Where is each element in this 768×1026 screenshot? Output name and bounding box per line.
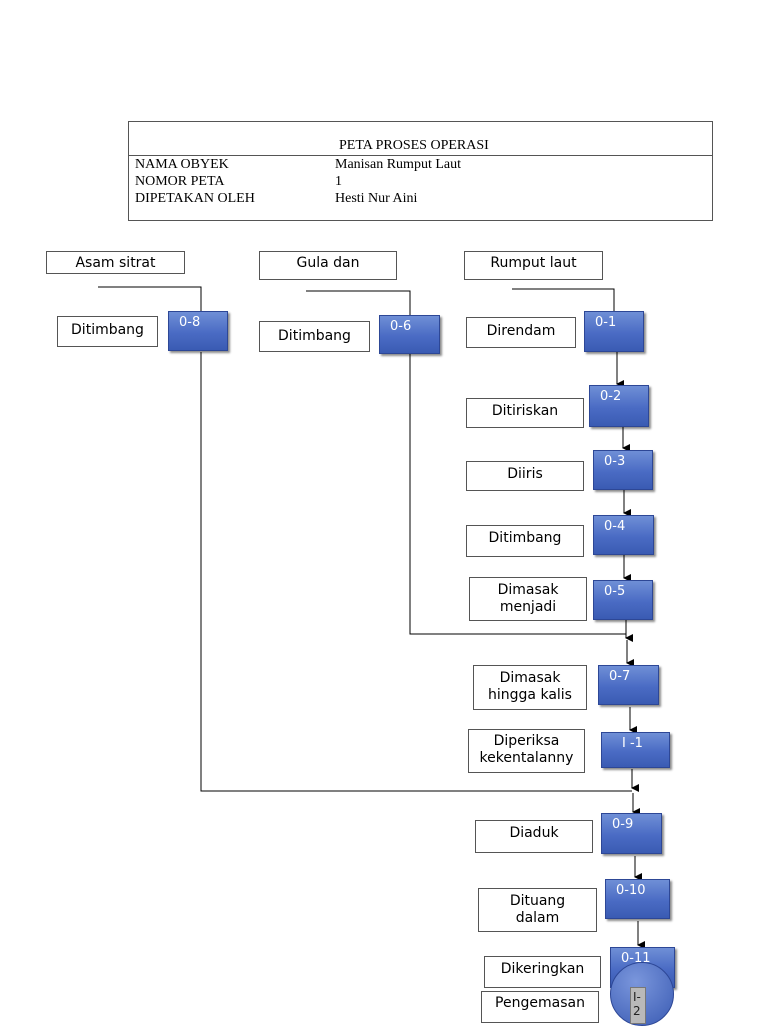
- inspection-i2: I-2: [630, 987, 646, 1024]
- step-label-o5: Dimasak menjadi: [469, 577, 587, 621]
- step-label-line: menjadi: [499, 599, 557, 615]
- step-label-o4: Ditimbang: [466, 525, 584, 557]
- header-value: Hesti Nur Aini: [335, 191, 418, 206]
- process-chart-header: PETA PROSES OPERASI NAMA OBYEK Manisan R…: [128, 121, 713, 221]
- step-label-o3: Diiris: [466, 461, 584, 491]
- material-gula: Gula dan: [259, 251, 397, 280]
- inspection-i1: I -1: [601, 732, 670, 768]
- material-asam-sitrat: Asam sitrat: [46, 251, 185, 274]
- operation-o7: 0-7: [598, 665, 659, 705]
- operation-o10: 0-10: [605, 879, 670, 919]
- header-key: NOMOR PETA: [135, 174, 225, 189]
- operation-o8: 0-8: [168, 311, 228, 351]
- header-key: NAMA OBYEK: [135, 157, 229, 172]
- feed-rumput: [512, 288, 615, 311]
- branch-o6: [409, 354, 626, 635]
- step-label-o6: Ditimbang: [259, 321, 370, 352]
- header-value: Manisan Rumput Laut: [335, 157, 461, 172]
- step-label-o11: Dikeringkan: [484, 956, 601, 988]
- step-label-o9: Diaduk: [475, 820, 593, 853]
- header-value: 1: [335, 174, 342, 189]
- feed-gula: [306, 290, 411, 315]
- operation-o6: 0-6: [379, 315, 440, 354]
- operation-o5: 0-5: [593, 580, 653, 620]
- feed-asam: [98, 286, 202, 311]
- operation-o1: 0-1: [584, 311, 644, 352]
- step-label-o1: Direndam: [466, 317, 576, 348]
- header-key: DIPETAKAN OLEH: [135, 191, 255, 206]
- operation-o9: 0-9: [601, 813, 662, 854]
- operation-o2: 0-2: [589, 385, 649, 427]
- step-label-line: Dimasak: [499, 670, 561, 686]
- step-label-i2: Pengemasan: [481, 991, 599, 1023]
- step-label-line: Diperiksa: [493, 733, 560, 749]
- header-divider: [129, 155, 712, 156]
- step-label-o7: Dimasak hingga kalis: [473, 665, 587, 710]
- step-label-i1: Diperiksa kekentalanny: [468, 729, 585, 773]
- branch-o8: [200, 352, 632, 792]
- step-label-o8: Ditimbang: [57, 316, 158, 347]
- material-rumput-laut: Rumput laut: [464, 251, 603, 280]
- step-label-line: Dituang: [509, 893, 566, 909]
- step-label-line: hingga kalis: [488, 687, 572, 703]
- step-label-line: dalam: [515, 910, 560, 926]
- step-label-line: kekentalanny: [479, 750, 574, 766]
- step-label-line: Dimasak: [497, 582, 559, 598]
- operation-o3: 0-3: [593, 450, 653, 490]
- step-label-o10: Dituang dalam: [478, 888, 597, 932]
- step-label-o2: Ditiriskan: [466, 398, 584, 428]
- operation-o4: 0-4: [593, 515, 654, 555]
- chart-title: PETA PROSES OPERASI: [339, 138, 489, 153]
